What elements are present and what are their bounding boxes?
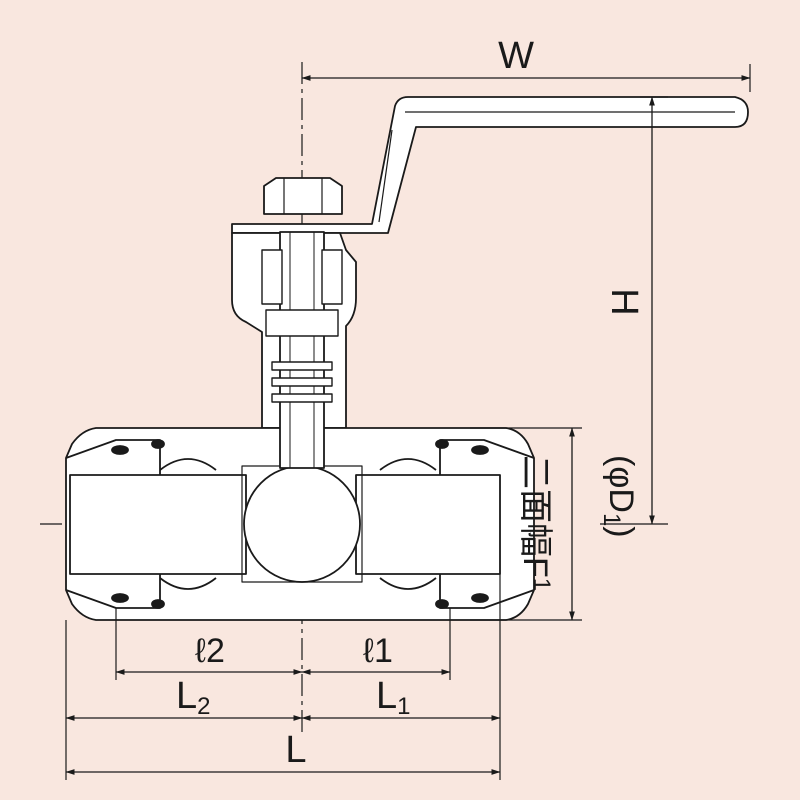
- left-bore: [69, 474, 247, 575]
- label-F1-sub: 1: [528, 578, 555, 591]
- label-F1-main: 二面幅F: [516, 455, 554, 578]
- label-L1-main: L: [376, 675, 397, 717]
- dimension-lines: [65, 75, 751, 775]
- label-D1-sub: 1: [598, 513, 625, 526]
- label-D1: (φD1): [598, 455, 640, 538]
- stem: [279, 231, 325, 469]
- top-nut: [263, 177, 343, 215]
- label-D1-main: (φD: [602, 455, 640, 513]
- label-l2: ℓ2: [195, 632, 225, 670]
- ball: [243, 465, 361, 583]
- o-rings: [111, 439, 489, 609]
- label-D1-close: ): [602, 526, 640, 537]
- label-L1: L1: [376, 675, 411, 720]
- label-L: L: [285, 729, 306, 771]
- label-L1-sub: 1: [397, 693, 410, 720]
- label-L2: L2: [176, 675, 211, 720]
- valve-body: [65, 96, 749, 621]
- extension-lines: [65, 64, 751, 780]
- right-bore: [355, 474, 501, 575]
- label-L2-main: L: [176, 675, 197, 717]
- label-l1: ℓ1: [363, 632, 393, 670]
- lever-handle: [231, 96, 749, 234]
- label-W: W: [498, 35, 534, 77]
- label-H: H: [603, 288, 645, 315]
- label-L2-sub: 2: [197, 693, 210, 720]
- label-F1: 二面幅F1: [516, 455, 555, 591]
